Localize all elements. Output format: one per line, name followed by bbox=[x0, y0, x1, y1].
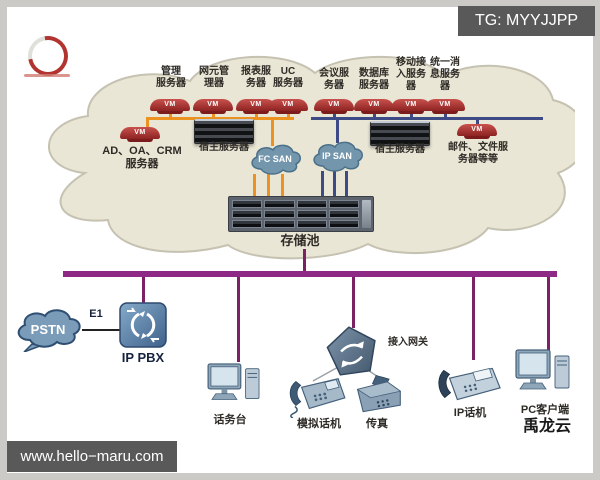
ip-pbx-label: IP PBX bbox=[121, 350, 165, 365]
vendor-logo-text bbox=[24, 74, 70, 77]
connector bbox=[352, 277, 355, 328]
access-gateway-icon bbox=[324, 323, 380, 377]
connector bbox=[333, 171, 336, 196]
vm-icon: VM bbox=[236, 99, 276, 111]
connector bbox=[373, 112, 376, 118]
ip-bus bbox=[311, 117, 543, 120]
fc-san-label: FC SAN bbox=[258, 154, 292, 164]
ip-phone-label: IP话机 bbox=[453, 407, 487, 419]
host-server-label-right: 宿主服务器 bbox=[375, 144, 425, 155]
connector bbox=[146, 120, 149, 129]
fax-icon bbox=[352, 372, 404, 416]
vm-icon: VM bbox=[120, 127, 160, 139]
pstn-label: PSTN bbox=[30, 321, 66, 337]
connector bbox=[336, 120, 339, 143]
connector bbox=[333, 112, 336, 118]
connector bbox=[142, 277, 145, 304]
connector bbox=[267, 174, 270, 196]
connector bbox=[472, 277, 475, 360]
watermark-url: www.hello−maru.com bbox=[7, 441, 177, 472]
server-label-mgmt: 管理 服务器 bbox=[156, 66, 186, 89]
access-gateway-label: 接入网关 bbox=[388, 337, 428, 348]
connector bbox=[169, 112, 172, 118]
connector bbox=[321, 171, 324, 196]
fax-label: 传真 bbox=[366, 418, 388, 430]
attendant-console-icon bbox=[205, 362, 265, 412]
server-label-db: 数据库 服务器 bbox=[359, 68, 389, 91]
pc-client-icon bbox=[512, 348, 576, 400]
host-server-rack-left bbox=[194, 119, 254, 144]
lan-bus bbox=[63, 271, 557, 277]
tg-badge: TG: MYYJJPP bbox=[458, 6, 595, 36]
connector bbox=[212, 112, 215, 118]
server-label-mail-file: 邮件、文件服 务器等等 bbox=[448, 142, 508, 165]
vm-icon: VM bbox=[268, 99, 308, 111]
fc-san-cloud: FC SAN bbox=[246, 141, 304, 177]
vm-icon: VM bbox=[150, 99, 190, 111]
connector bbox=[444, 112, 447, 118]
server-label-ad-oa-crm: AD、OA、CRM 服务器 bbox=[102, 145, 182, 170]
host-server-rack-right bbox=[370, 121, 430, 146]
ip-san-label: IP SAN bbox=[322, 151, 352, 161]
connector bbox=[271, 120, 274, 146]
connector bbox=[410, 112, 413, 118]
e1-label: E1 bbox=[89, 308, 103, 320]
server-label-report: 报表服 务器 bbox=[241, 66, 271, 89]
connector bbox=[303, 249, 306, 272]
server-label-um: 统一消 息服务 器 bbox=[430, 57, 460, 92]
analog-phone-icon bbox=[286, 370, 348, 419]
ip-phone-icon bbox=[436, 360, 502, 406]
server-label-mobile: 移动接 入服务 器 bbox=[396, 57, 426, 92]
host-server-label-left: 宿主服务器 bbox=[199, 142, 249, 153]
connector bbox=[253, 174, 256, 196]
vm-icon: VM bbox=[425, 99, 465, 111]
analog-phone-label: 模拟话机 bbox=[297, 418, 341, 430]
fc-bus bbox=[146, 117, 294, 120]
storage-pool-label: 存储池 bbox=[280, 233, 320, 248]
connector bbox=[476, 120, 479, 126]
connector bbox=[287, 112, 290, 118]
connector bbox=[345, 171, 348, 196]
storage-array bbox=[228, 196, 374, 232]
brand-label: 禹龙云 bbox=[522, 418, 571, 435]
vm-icon: VM bbox=[391, 99, 431, 111]
pc-client-label: PC客户端 bbox=[520, 404, 570, 416]
connector bbox=[255, 112, 258, 118]
vm-icon: VM bbox=[457, 124, 497, 136]
vm-icon: VM bbox=[193, 99, 233, 111]
attendant-console-label: 话务台 bbox=[213, 414, 247, 426]
connector bbox=[237, 277, 240, 362]
vm-icon: VM bbox=[354, 99, 394, 111]
connector bbox=[547, 277, 550, 350]
ip-san-cloud: IP SAN bbox=[308, 138, 366, 174]
server-label-conf: 会议服 务器 bbox=[319, 68, 349, 91]
pstn-cloud: PSTN bbox=[12, 306, 84, 353]
vm-icon: VM bbox=[314, 99, 354, 111]
e1-link bbox=[82, 329, 120, 331]
server-label-uc: UC 服务器 bbox=[273, 66, 303, 89]
connector bbox=[281, 174, 284, 196]
server-label-nem: 网元管 理器 bbox=[199, 66, 229, 89]
ip-pbx-icon bbox=[119, 302, 167, 348]
